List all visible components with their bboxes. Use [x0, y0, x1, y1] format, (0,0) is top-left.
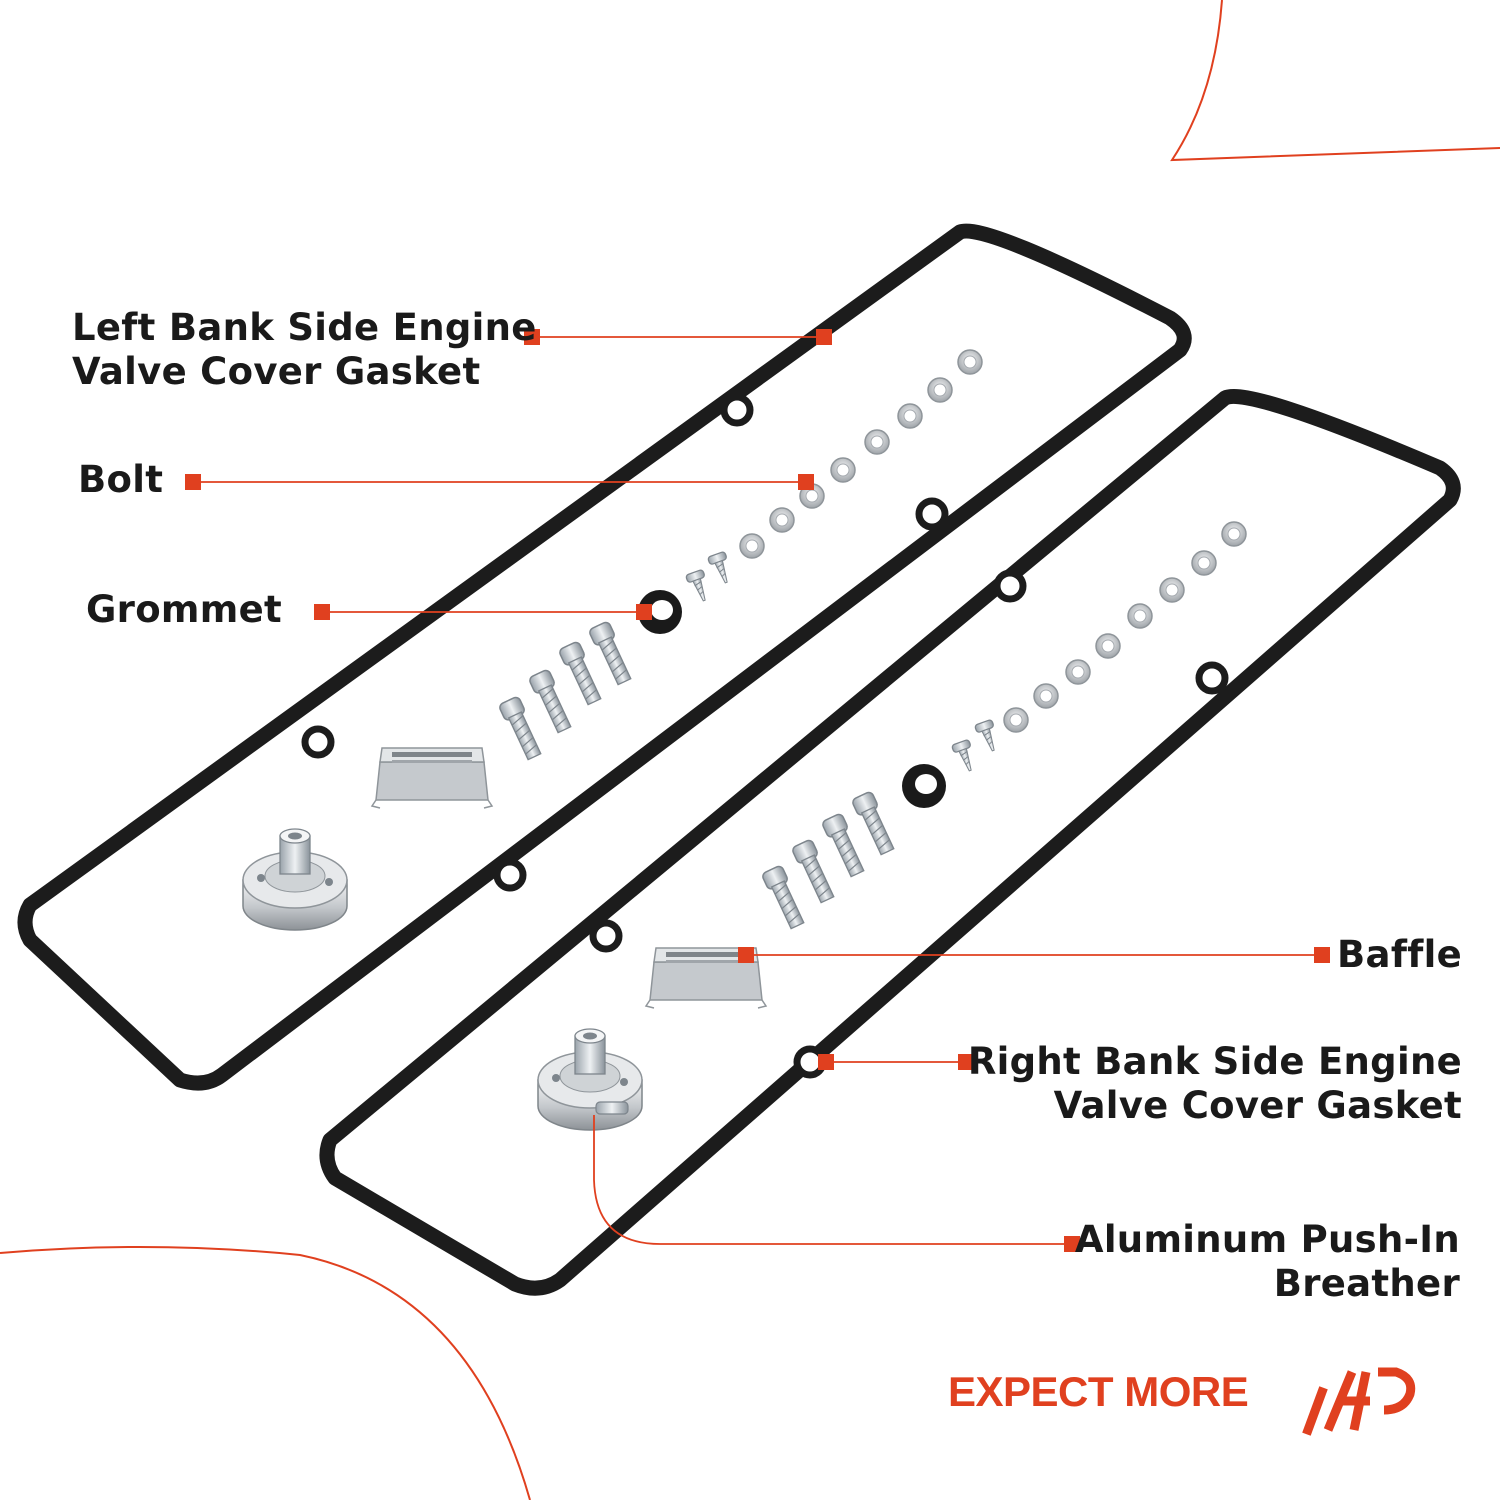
ap-logo-icon — [1302, 1367, 1416, 1436]
label-bolt: Bolt — [78, 458, 164, 501]
brand-tagline: EXPECT MORE — [948, 1368, 1249, 1415]
left-valve-cover-gasket — [17, 223, 1192, 1091]
label-baffle: Baffle — [1337, 933, 1462, 976]
screw-set-upper — [684, 550, 736, 605]
label-grommet: Grommet — [86, 588, 283, 631]
corner-curve-bottom-left — [0, 1245, 531, 1500]
corner-curve-top-right — [1170, 0, 1500, 162]
label-right-gasket: Right Bank Side Engine Valve Cover Gaske… — [967, 1040, 1462, 1127]
leader-markers — [185, 329, 1330, 1252]
grommet-upper — [638, 590, 682, 634]
grommet-lower — [902, 764, 946, 808]
breather-upper — [242, 828, 348, 931]
label-breather: Aluminum Push-In Breather — [1074, 1218, 1460, 1305]
bolt-set-lower — [760, 790, 899, 932]
label-left-gasket: Left Bank Side Engine Valve Cover Gasket — [72, 306, 537, 393]
bolt-set-upper — [497, 620, 636, 763]
leader-lines — [193, 336, 1322, 1245]
screw-set-lower — [950, 718, 1003, 775]
baffle-upper — [371, 747, 493, 809]
right-valve-cover-gasket — [319, 388, 1461, 1296]
breather-lower — [537, 1028, 643, 1131]
